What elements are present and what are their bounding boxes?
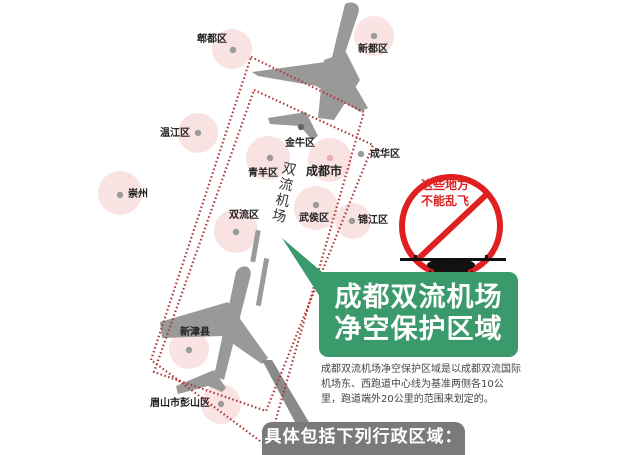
district-label: 崇州 [128, 189, 148, 200]
description-text: 成都双流机场净空保护区域是以成都双流国际机场东、西跑道中心线为基准两侧各10公里… [321, 364, 521, 405]
district-label: 眉山市彭山区 [150, 398, 210, 409]
district-label: 成华区 [370, 149, 400, 160]
inner-protection-zone [152, 88, 375, 413]
title-box: 成都双流机场 净空保护区域 [319, 272, 518, 357]
footer-banner: 具体包括下列行政区域： [262, 422, 465, 455]
title-line-1: 成都双流机场 [334, 282, 503, 313]
district-label: 武侯区 [299, 213, 329, 224]
no-fly-line-2: 不能乱飞 [420, 194, 469, 208]
district-label: 锦江区 [358, 215, 388, 226]
district-label: 双流区 [229, 210, 259, 221]
district-label: 新津县 [180, 327, 210, 338]
district-label: 温江区 [160, 128, 190, 139]
no-fly-line-1: 这些地方 [420, 178, 469, 192]
district-label: 郫都区 [197, 34, 227, 45]
district-label: 新都区 [358, 44, 388, 55]
district-label: 成都市 [306, 164, 343, 178]
plane-bottom-icon [160, 266, 268, 394]
plane-top-icon [252, 2, 368, 140]
banner-pointer [262, 360, 310, 424]
runways [250, 229, 270, 307]
no-fly-sign-icon [399, 174, 506, 293]
district-label: 青羊区 [248, 168, 278, 179]
no-fly-sign-text: 这些地方 不能乱飞 [407, 177, 483, 209]
title-line-2: 净空保护区域 [334, 314, 503, 345]
district-dots [116, 32, 378, 408]
district-label: 金牛区 [285, 138, 315, 149]
